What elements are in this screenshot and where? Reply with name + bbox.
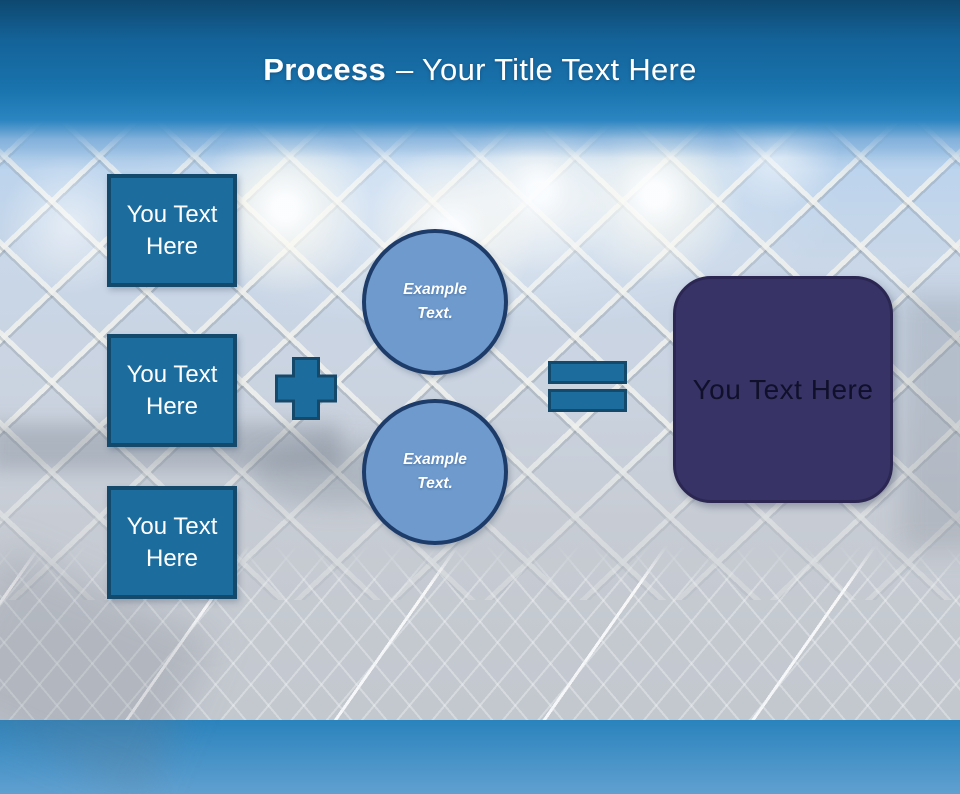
blurred-shape	[900, 295, 960, 550]
equals-top-bar	[548, 361, 627, 384]
text-box-1: You Text Here	[107, 174, 237, 287]
example-circle-1: Example Text.	[362, 229, 508, 375]
slide-title: Process – Your Title Text Here	[0, 52, 960, 88]
equals-icon	[548, 361, 627, 412]
result-box: You Text Here	[673, 276, 893, 503]
equals-bottom-bar	[548, 389, 627, 412]
text-box-1-label: You Text Here	[126, 200, 218, 260]
text-box-2: You Text Here	[107, 334, 237, 447]
example-circle-2: Example Text.	[362, 399, 508, 545]
slide-title-keyword: Process	[263, 52, 387, 87]
example-circle-2-label: Example Text.	[403, 451, 467, 492]
text-box-3: You Text Here	[107, 486, 237, 599]
example-circle-1-label: Example Text.	[403, 281, 467, 322]
plus-icon	[275, 357, 337, 420]
slide-title-rest: – Your Title Text Here	[396, 52, 697, 87]
result-box-label: You Text Here	[692, 373, 874, 405]
text-box-3-label: You Text Here	[126, 512, 218, 572]
text-box-2-label: You Text Here	[126, 360, 218, 420]
header-band	[0, 0, 960, 158]
